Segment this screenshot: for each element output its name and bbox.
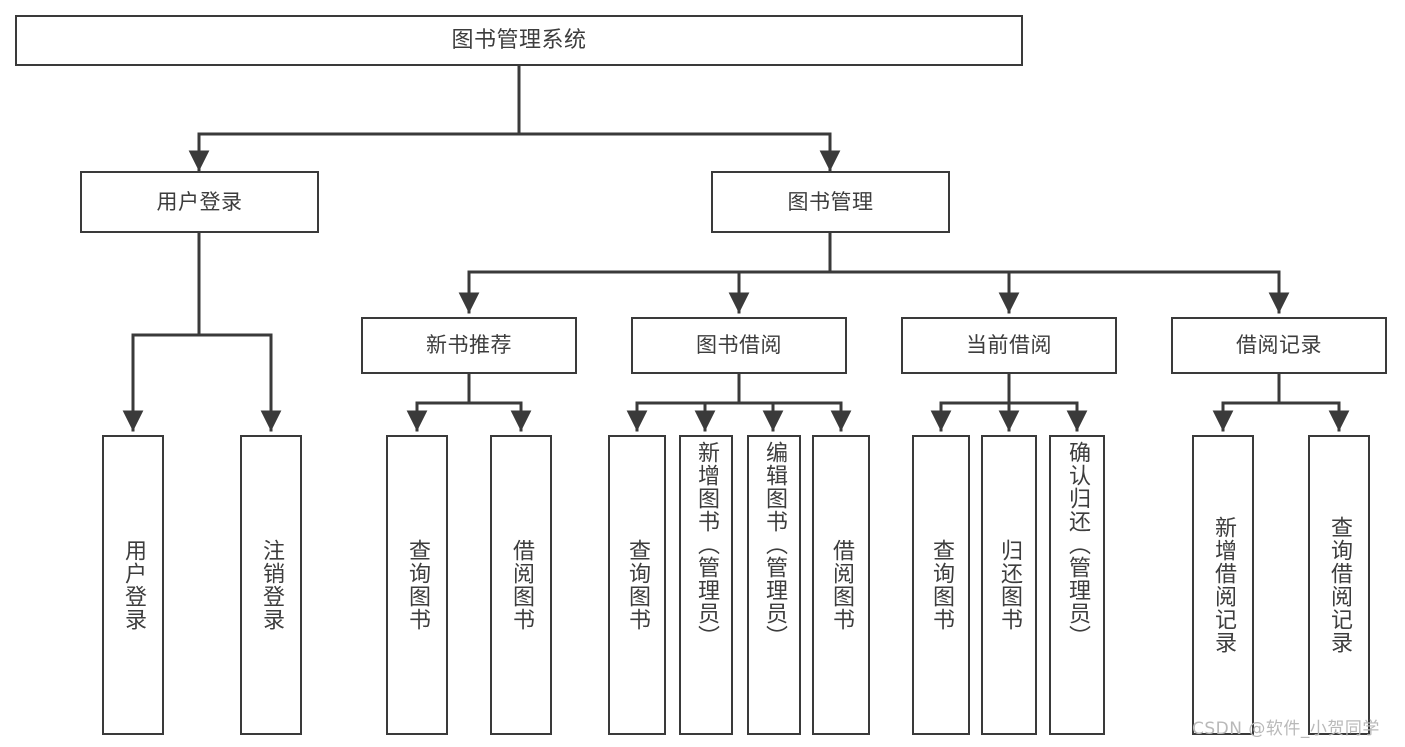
leaf-add-borrow-record-label: 新增借阅记录 bbox=[1211, 516, 1236, 654]
node-current-borrow[interactable]: 当前借阅 bbox=[901, 317, 1117, 374]
leaf-query-book-recommend-label: 查询图书 bbox=[405, 539, 430, 631]
node-root[interactable]: 图书管理系统 bbox=[15, 15, 1023, 66]
node-user-login-label: 用户登录 bbox=[156, 189, 243, 214]
node-new-book-recommend[interactable]: 新书推荐 bbox=[361, 317, 577, 374]
node-book-management[interactable]: 图书管理 bbox=[711, 171, 950, 233]
leaf-confirm-return-admin[interactable]: 确认归还（管理员） bbox=[1049, 435, 1105, 735]
node-book-borrow[interactable]: 图书借阅 bbox=[631, 317, 847, 374]
leaf-logout[interactable]: 注销登录 bbox=[240, 435, 302, 735]
leaf-add-book-admin-label: 新增图书（管理员） bbox=[694, 441, 719, 648]
leaf-user-login-label: 用户登录 bbox=[121, 539, 146, 631]
leaf-query-book[interactable]: 查询图书 bbox=[608, 435, 666, 735]
leaf-add-borrow-record[interactable]: 新增借阅记录 bbox=[1192, 435, 1254, 735]
leaf-user-login[interactable]: 用户登录 bbox=[102, 435, 164, 735]
leaf-query-book-label: 查询图书 bbox=[625, 539, 650, 631]
leaf-edit-book-admin-label: 编辑图书（管理员） bbox=[762, 441, 787, 648]
leaf-edit-book-admin[interactable]: 编辑图书（管理员） bbox=[747, 435, 801, 735]
leaf-query-borrow-record[interactable]: 查询借阅记录 bbox=[1308, 435, 1370, 735]
leaf-logout-label: 注销登录 bbox=[259, 539, 284, 631]
leaf-borrow-book-recommend[interactable]: 借阅图书 bbox=[490, 435, 552, 735]
leaf-return-book[interactable]: 归还图书 bbox=[981, 435, 1037, 735]
leaf-borrow-book-recommend-label: 借阅图书 bbox=[509, 539, 534, 631]
node-root-label: 图书管理系统 bbox=[451, 27, 587, 53]
leaf-query-book-recommend[interactable]: 查询图书 bbox=[386, 435, 448, 735]
node-new-book-recommend-label: 新书推荐 bbox=[426, 333, 512, 358]
leaf-borrow-book-label: 借阅图书 bbox=[829, 539, 854, 631]
leaf-query-book-current-label: 查询图书 bbox=[929, 539, 954, 631]
leaf-query-book-current[interactable]: 查询图书 bbox=[912, 435, 970, 735]
node-borrow-record[interactable]: 借阅记录 bbox=[1171, 317, 1387, 374]
leaf-confirm-return-admin-label: 确认归还（管理员） bbox=[1065, 441, 1090, 648]
leaf-borrow-book[interactable]: 借阅图书 bbox=[812, 435, 870, 735]
node-book-management-label: 图书管理 bbox=[787, 189, 874, 214]
node-book-borrow-label: 图书借阅 bbox=[696, 333, 782, 358]
leaf-add-book-admin[interactable]: 新增图书（管理员） bbox=[679, 435, 733, 735]
node-borrow-record-label: 借阅记录 bbox=[1236, 333, 1322, 358]
node-user-login[interactable]: 用户登录 bbox=[80, 171, 319, 233]
leaf-query-borrow-record-label: 查询借阅记录 bbox=[1327, 516, 1352, 654]
leaf-return-book-label: 归还图书 bbox=[997, 539, 1022, 631]
node-current-borrow-label: 当前借阅 bbox=[966, 333, 1052, 358]
